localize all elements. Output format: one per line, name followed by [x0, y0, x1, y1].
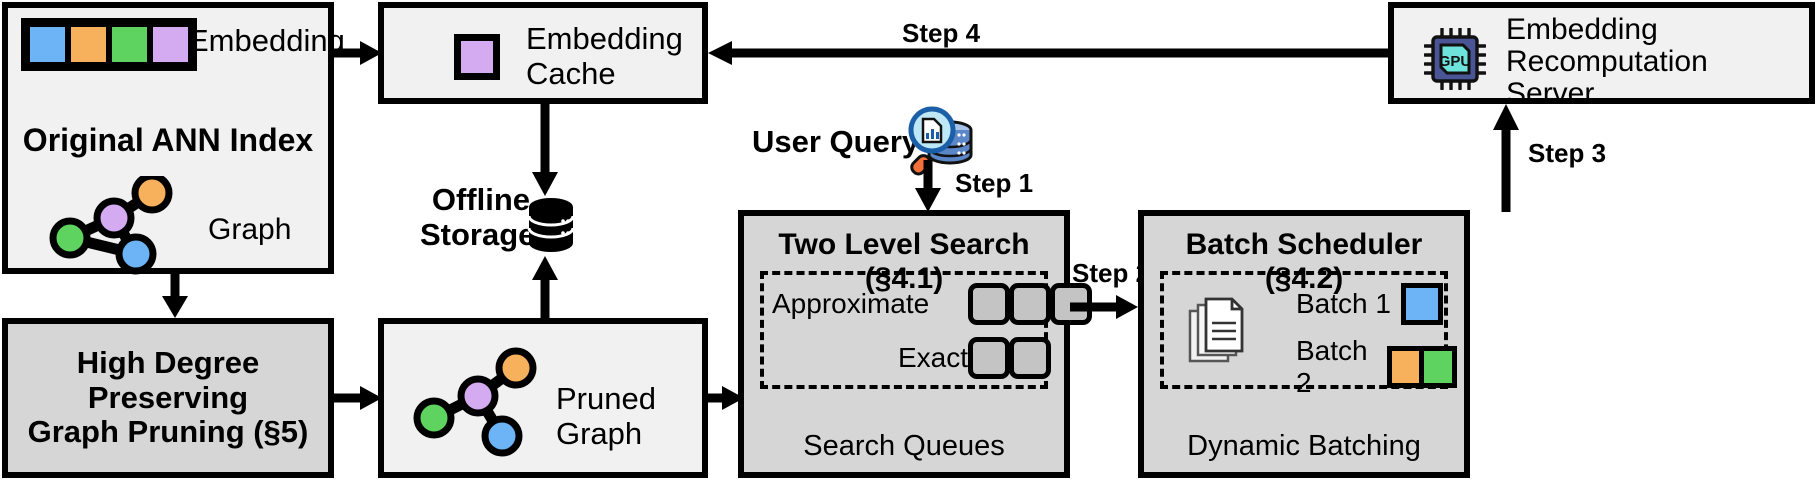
batch-square-orange — [1387, 346, 1425, 388]
recomp-line-3: Server — [1506, 76, 1595, 110]
batch-scheduler-box: Batch Scheduler (§4.2) Batch 1 Batch 2 — [1138, 210, 1470, 478]
arrow-ann-to-cache — [334, 41, 382, 65]
queue-slot[interactable] — [968, 337, 1010, 379]
offline-storage-label: Offline Storage — [420, 182, 536, 252]
recomputation-server-box: GPU Embedding Recomputation Server — [1388, 2, 1815, 109]
documents-icon — [1188, 297, 1244, 363]
gpu-icon-text: GPU — [1439, 53, 1472, 70]
graph-label: Graph — [208, 213, 292, 246]
arrow-pruning-to-pruned-graph — [334, 386, 382, 410]
arrow-pruned-to-search — [708, 386, 744, 410]
batch-scheduler-title: Batch Scheduler (§4.2) — [1185, 228, 1423, 295]
queue-row-approximate: Approximate — [772, 283, 1092, 325]
database-cylinder-icon — [527, 198, 575, 252]
arrow-server-to-cache — [708, 41, 1390, 65]
queue-slot[interactable] — [1009, 283, 1051, 325]
batch-square-blue — [1400, 283, 1443, 325]
two-level-search-box: Two Level Search (§4.1) Approximate Exac… — [738, 210, 1092, 478]
cache-line-2: Cache — [526, 55, 616, 91]
embedding-cell-purple — [150, 24, 191, 65]
arrow-cache-to-storage — [532, 104, 558, 196]
batch-1-label: Batch 1 — [1296, 288, 1391, 319]
ann-index-title: Original ANN Index — [22, 122, 314, 158]
search-queues-group: Approximate Exact — [760, 271, 1092, 389]
offline-line-1: Offline — [431, 182, 530, 217]
arrow-scheduler-to-server — [1493, 104, 1519, 212]
arrow-ann-to-pruning — [162, 274, 188, 318]
purple-square-icon — [454, 34, 500, 80]
search-queues-caption: Search Queues — [803, 429, 1005, 462]
original-ann-index-box: Embedding Original ANN Index Graph — [2, 2, 345, 275]
gpu-chip-icon: GPU — [1424, 28, 1486, 90]
offline-line-2: Storage — [420, 216, 536, 252]
recomp-line-2: Recomputation — [1506, 44, 1708, 78]
batch-2-label: Batch 2 — [1296, 335, 1368, 398]
step-4-label: Step 4 — [902, 18, 981, 48]
dynamic-batching-group: Batch 1 Batch 2 — [1160, 271, 1457, 398]
dynamic-batching-caption: Dynamic Batching — [1187, 429, 1421, 462]
pruned-graph-box: Pruned Graph — [378, 318, 708, 478]
embedding-cell-green — [109, 24, 150, 65]
queue-label-approximate: Approximate — [772, 288, 930, 319]
step-2-label: Step 2 — [1072, 258, 1151, 288]
queue-slot[interactable] — [1009, 337, 1051, 379]
recomp-line-1: Embedding — [1506, 13, 1658, 46]
arrow-query-to-search — [915, 160, 941, 212]
queue-row-exact: Exact — [772, 337, 1051, 379]
original-graph-icon — [49, 176, 173, 275]
queue-slot[interactable] — [968, 283, 1010, 325]
batch-row-2: Batch 2 — [1296, 335, 1457, 399]
embedding-cache-box: Embedding Cache — [378, 2, 708, 104]
pruning-line-1: High Degree Preserving — [76, 344, 260, 415]
pruning-line-2: Graph Pruning (§5) — [27, 414, 309, 450]
embedding-strip — [21, 18, 197, 71]
pruned-graph-icon — [413, 347, 537, 457]
step-3-label: Step 3 — [1528, 138, 1607, 168]
queue-label-exact: Exact — [897, 342, 968, 373]
batch-row-1: Batch 1 — [1296, 283, 1443, 325]
embedding-cell-blue — [27, 24, 68, 65]
step-1-label: Step 1 — [955, 168, 1034, 198]
user-query-label: User Query — [752, 124, 920, 159]
pruned-graph-label: Pruned Graph — [556, 381, 656, 451]
recomputation-server-label: Embedding Recomputation Server — [1506, 14, 1708, 109]
cache-line-1: Embedding — [526, 21, 683, 56]
embedding-cell-orange — [68, 24, 109, 65]
embedding-label: Embedding — [188, 23, 345, 58]
arrow-pruned-to-storage — [532, 256, 558, 318]
batch-square-green — [1419, 346, 1457, 388]
graph-pruning-box: High Degree Preserving Graph Pruning (§5… — [2, 318, 334, 478]
two-level-search-title: Two Level Search (§4.1) — [778, 228, 1030, 295]
arrow-search-to-scheduler — [1070, 295, 1138, 319]
